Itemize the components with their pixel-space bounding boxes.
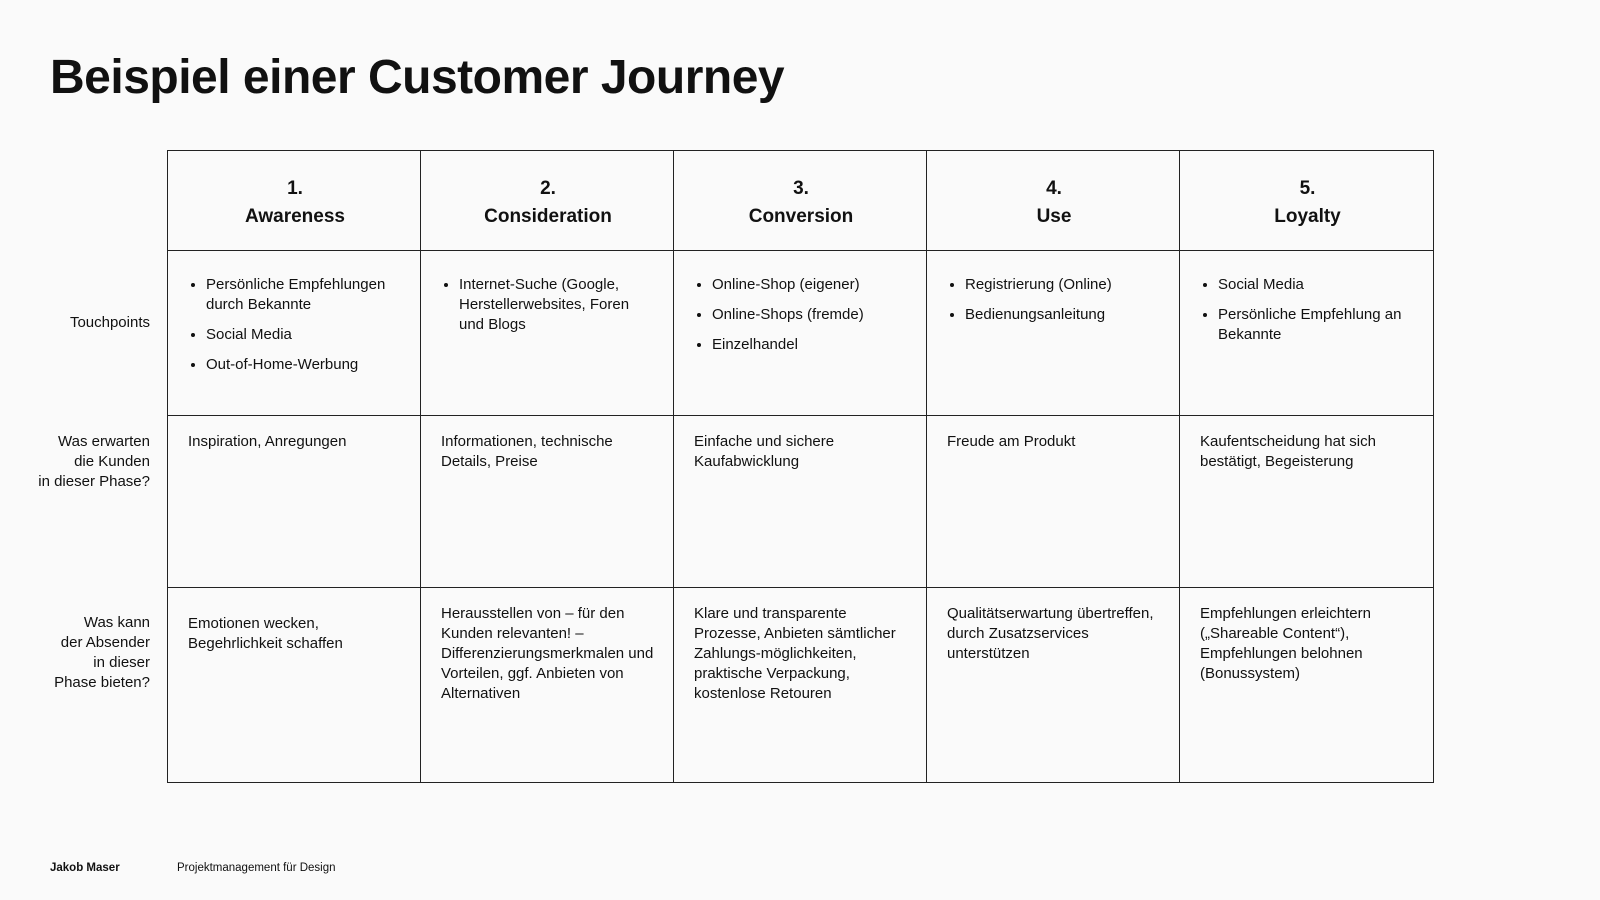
touchpoint-item: Online-Shop (eigener) <box>712 275 908 295</box>
row-label-offer: Was kann der Absender in dieser Phase bi… <box>54 614 150 691</box>
touchpoints-cell: Online-Shop (eigener) Online-Shops (frem… <box>674 251 927 416</box>
offer-cell: Klare und transparente Prozesse, Anbiete… <box>674 588 927 782</box>
phase-header: 4. Use <box>927 151 1180 251</box>
touchpoints-cell: Internet-Suche (Google, Herstellerwebsit… <box>421 251 674 416</box>
offer-cell: Empfehlungen erleichtern („Shareable Con… <box>1200 605 1371 682</box>
phase-number: 2. <box>540 178 556 199</box>
phase-name: Use <box>1036 206 1072 227</box>
page-title: Beispiel einer Customer Journey <box>50 51 785 104</box>
touchpoints-list: Internet-Suche (Google, Herstellerwebsit… <box>421 275 655 335</box>
customer-journey-table: 1. Awareness 2. Consideration 3. Convers… <box>167 150 1434 783</box>
expectation-cell: Einfache und sichere Kaufabwicklung <box>674 416 927 588</box>
row-label-expectations: Was erwarten die Kunden in dieser Phase? <box>38 433 150 490</box>
row-label-touchpoints: Touchpoints <box>69 314 150 331</box>
phase-number: 5. <box>1299 178 1316 199</box>
phase-name: Conversion <box>748 206 854 227</box>
phase-header: 3. Conversion <box>674 151 927 251</box>
touchpoint-item: Einzelhandel <box>712 335 908 355</box>
phase-name: Consideration <box>484 206 612 227</box>
touchpoint-item: Online-Shops (fremde) <box>712 305 908 325</box>
touchpoints-list: Registrierung (Online) Bedienungsanleitu… <box>927 275 1161 325</box>
touchpoints-cell: Persönliche Empfehlungen durch Bekannte … <box>168 251 421 416</box>
touchpoint-item: Social Media <box>1218 275 1415 295</box>
touchpoints-list: Persönliche Empfehlungen durch Bekannte … <box>168 275 402 375</box>
phase-number: 4. <box>1046 178 1062 199</box>
touchpoint-item: Out-of-Home-Werbung <box>206 355 402 375</box>
touchpoint-item: Persönliche Empfehlung an Bekannte <box>1218 305 1415 345</box>
touchpoints-cell: Registrierung (Online) Bedienungsanleitu… <box>927 251 1180 416</box>
phase-number: 3. <box>793 178 809 199</box>
touchpoints-list: Social Media Persönliche Empfehlung an B… <box>1180 275 1415 345</box>
expectation-cell: Freude am Produkt <box>927 416 1180 588</box>
offer-cell: Qualitätserwartung übertreffen, durch Zu… <box>927 588 1180 782</box>
offer-cell: Emotionen wecken, Begehrlichkeit schaffe… <box>168 588 421 782</box>
touchpoint-item: Registrierung (Online) <box>965 275 1161 295</box>
expectation-cell: Inspiration, Anregungen <box>168 416 421 588</box>
phase-name: Awareness <box>245 206 345 227</box>
touchpoint-item: Bedienungsanleitung <box>965 305 1161 325</box>
touchpoint-item: Internet-Suche (Google, Herstellerwebsit… <box>459 275 655 335</box>
touchpoints-list: Online-Shop (eigener) Online-Shops (frem… <box>674 275 908 355</box>
phase-name: Loyalty <box>1274 206 1341 227</box>
expectation-cell: Kaufentscheidung hat sich bestätigt, Beg… <box>1180 416 1433 588</box>
expectation-cell: Informationen, technische Details, Preis… <box>421 416 674 588</box>
offer-cell: Herausstellen von – für den Kunden relev… <box>421 588 674 782</box>
phase-header: 1. Awareness <box>168 151 421 251</box>
phase-number: 1. <box>287 178 303 199</box>
footer-course: Projektmanagement für Design <box>177 862 336 874</box>
touchpoint-item: Persönliche Empfehlungen durch Bekannte <box>206 275 402 315</box>
phase-header: 2. Consideration <box>421 151 674 251</box>
touchpoint-item: Social Media <box>206 325 402 345</box>
footer-author: Jakob Maser <box>50 862 120 874</box>
phase-header: 5. Loyalty <box>1180 151 1433 251</box>
touchpoints-cell: Social Media Persönliche Empfehlung an B… <box>1180 251 1433 416</box>
